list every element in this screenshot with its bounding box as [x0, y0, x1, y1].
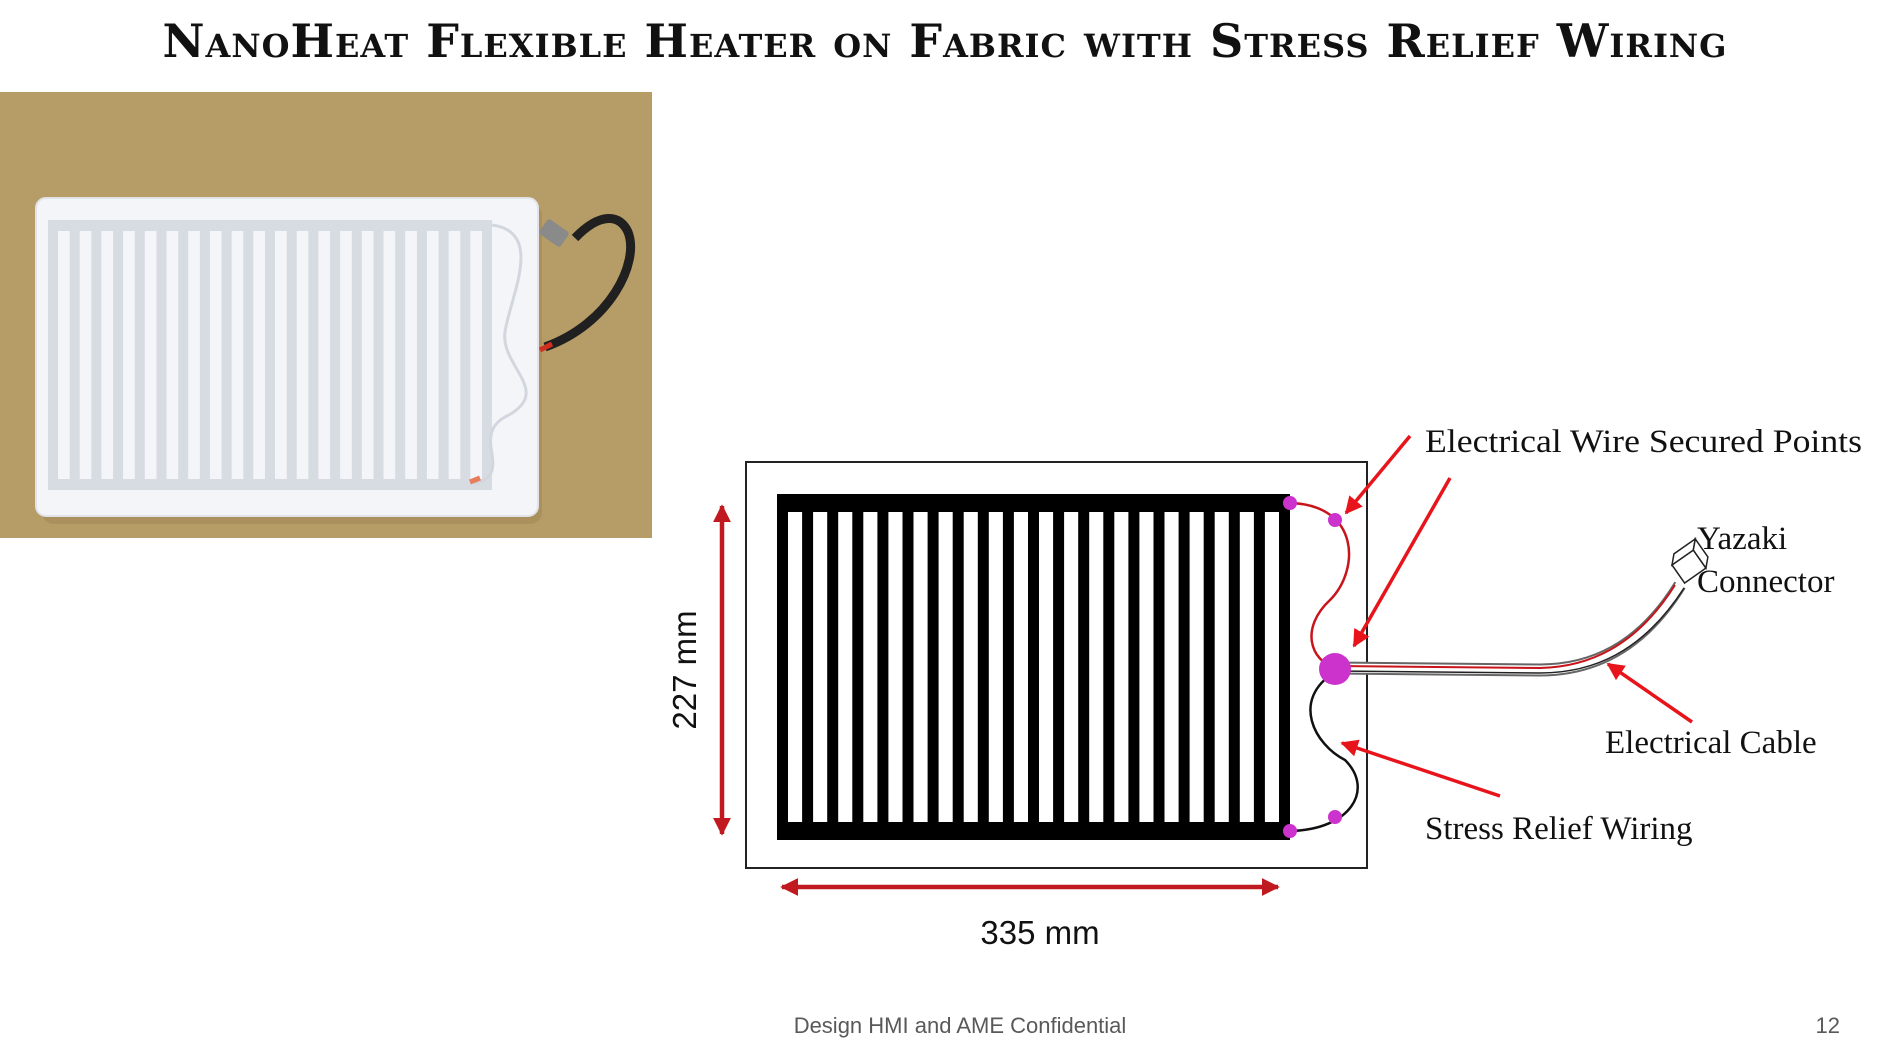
- heater-strip: [1078, 512, 1090, 822]
- label-stress-relief: Stress Relief Wiring: [1425, 811, 1693, 847]
- label-electrical-cable: Electrical Cable: [1605, 725, 1817, 761]
- electrical-cable-red-wire: [1334, 584, 1676, 670]
- secured-point-top-left: [1283, 496, 1297, 510]
- heater-strip: [1053, 512, 1065, 822]
- secured-point-bottom-right: [1328, 810, 1342, 824]
- photo-cable: [543, 214, 636, 352]
- photo-heater-strip: [156, 220, 167, 490]
- height-dimension-label: 227 mm: [666, 610, 703, 729]
- heater-strip: [852, 512, 864, 822]
- electrical-cable-black-wire: [1334, 587, 1685, 674]
- heater-strip: [877, 512, 889, 822]
- heater-strip: [777, 512, 788, 822]
- heater-strip: [952, 512, 964, 822]
- heater-strip: [802, 512, 814, 822]
- heater-strip: [977, 512, 989, 822]
- yazaki-connector-shape: [1670, 537, 1709, 585]
- photo-heater-strip: [416, 220, 427, 490]
- photo-heater-strip: [460, 220, 471, 490]
- electrical-cable-inner: [1334, 582, 1684, 675]
- slide-title: NanoHeat Flexible Heater on Fabric with …: [162, 14, 1728, 68]
- photo-heater-strips: [48, 220, 492, 490]
- arrow-secured-points-2: [1352, 477, 1452, 648]
- photo-heater-strip: [373, 220, 384, 490]
- photo-heater-strip: [243, 220, 254, 490]
- photo-heater-strip: [113, 220, 124, 490]
- top-busbar: [777, 494, 1290, 512]
- photo-heater-strip: [330, 220, 341, 490]
- heater-strip: [1279, 512, 1290, 822]
- photo-heater-strip: [221, 220, 232, 490]
- photo-heater-strip: [69, 220, 80, 490]
- label-connector-line2: Connector: [1697, 564, 1834, 600]
- heater-photo: [0, 92, 652, 538]
- heater-strip: [1253, 512, 1265, 822]
- width-dimension-label: 335 mm: [980, 914, 1099, 951]
- electrical-cable-outer: [1334, 581, 1686, 677]
- arrow-stress-relief: [1340, 739, 1501, 798]
- footer-confidential: Design HMI and AME Confidential: [793, 1013, 1127, 1038]
- photo-heater-strip: [395, 220, 406, 490]
- photo-connector: [539, 219, 569, 247]
- heater-strip: [927, 512, 939, 822]
- photo-bottom-busbar: [48, 479, 492, 490]
- photo-heater-strip: [438, 220, 449, 490]
- bottom-busbar: [777, 822, 1290, 840]
- arrow-secured-points-1: [1344, 434, 1412, 515]
- heater-strip: [1203, 512, 1215, 822]
- heater-strip: [1103, 512, 1115, 822]
- photo-heater-strip: [199, 220, 210, 490]
- photo-heater-strip: [91, 220, 102, 490]
- heater-strip: [1178, 512, 1190, 822]
- photo-red-lead: [469, 475, 481, 485]
- heater-strip: [1028, 512, 1039, 822]
- heater-strip: [1153, 512, 1165, 822]
- secured-point-cable-entry: [1319, 653, 1351, 685]
- photo-heater-strip: [482, 220, 492, 490]
- photo-top-busbar: [48, 220, 492, 231]
- photo-heater-strip: [134, 220, 145, 490]
- slide-number: 12: [1815, 1013, 1840, 1038]
- photo-cable-red-end: [538, 341, 554, 353]
- photo-stress-relief-wire: [474, 223, 528, 486]
- heater-strip: [827, 512, 839, 822]
- heater-strip: [1002, 512, 1014, 822]
- photo-heater-strip: [308, 220, 319, 490]
- photo-heater-strip: [178, 220, 189, 490]
- photo-heater-strip: [265, 220, 275, 490]
- heater-strip: [1128, 512, 1140, 822]
- secured-point-bottom-left: [1283, 824, 1297, 838]
- secured-point-top-right: [1328, 513, 1342, 527]
- photo-heater-strip: [48, 220, 58, 490]
- label-connector-line1: Yazaki: [1697, 521, 1787, 557]
- heater-strip: [902, 512, 914, 822]
- photo-heater-strip: [351, 220, 362, 490]
- heater-strips: [777, 512, 1290, 822]
- label-secured-points: Electrical Wire Secured Points: [1425, 424, 1862, 460]
- heater-strip: [1228, 512, 1240, 822]
- arrow-electrical-cable: [1606, 662, 1693, 724]
- photo-heater-strip: [286, 220, 297, 490]
